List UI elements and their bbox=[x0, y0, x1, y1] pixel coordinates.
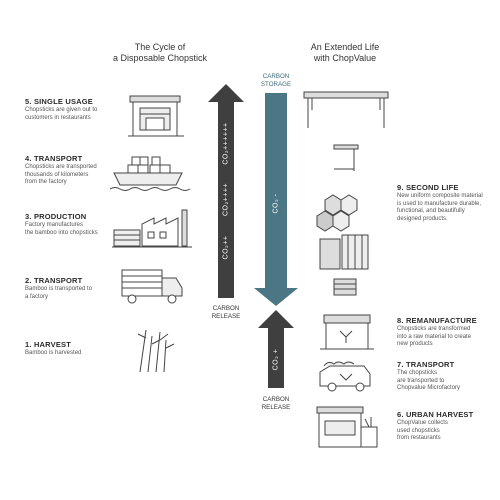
step-desc-line: is used to manufacture durable, bbox=[397, 200, 482, 207]
step-desc-line: are transported to bbox=[397, 377, 445, 384]
lower-carbon-release-arrow bbox=[258, 310, 294, 388]
step-desc-line: new products bbox=[397, 341, 433, 347]
step-title: 3. PRODUCTION bbox=[25, 212, 87, 221]
step-title: 7. TRANSPORT bbox=[397, 360, 455, 369]
ship-icon bbox=[110, 155, 190, 195]
right-title-line-2: with ChopValue bbox=[313, 53, 377, 63]
step-5-single-usage: 5. SINGLE USAGE Chopsticks are given out… bbox=[25, 97, 135, 122]
left-title-line-1: The Cycle of bbox=[134, 42, 186, 52]
factory-icon bbox=[112, 208, 192, 253]
step-title: 4. TRANSPORT bbox=[25, 154, 83, 163]
left-release-line-1: CARBON bbox=[212, 305, 240, 312]
left-co2-mid: CO₂++++ bbox=[222, 182, 230, 217]
mid-release-line-2: RELEASE bbox=[261, 403, 291, 411]
step-4-transport: 4. TRANSPORT Chopsticks are transported … bbox=[25, 154, 135, 187]
mid-co2-minus: CO₂ - bbox=[272, 193, 280, 214]
step-title: 6. URBAN HARVEST bbox=[397, 410, 474, 419]
step-desc-line: a factory bbox=[25, 293, 49, 300]
shop-icon bbox=[315, 405, 385, 450]
machine-icon bbox=[320, 313, 380, 353]
restaurant-icon bbox=[128, 90, 188, 140]
wood-panels-icon bbox=[318, 233, 378, 273]
left-title-line-2: a Disposable Chopstick bbox=[112, 53, 208, 63]
van-icon bbox=[318, 360, 378, 395]
hexagon-tiles-icon bbox=[313, 190, 363, 235]
step-desc-line: New uniform composite material bbox=[397, 193, 483, 199]
truck-icon bbox=[120, 268, 190, 308]
step-6-urban-harvest: 6. URBAN HARVEST ChopValue collects used… bbox=[397, 410, 497, 443]
step-title: 8. REMANUFACTURE bbox=[397, 316, 477, 325]
step-8-remanufacture: 8. REMANUFACTURE Chopsticks are transfor… bbox=[397, 316, 497, 349]
left-co2-bot: CO₂++ bbox=[222, 235, 230, 260]
step-desc-line: into a raw material to create bbox=[397, 333, 472, 340]
mid-carbon-release-label: CARBON RELEASE bbox=[246, 396, 306, 411]
left-column-title: The Cycle of a Disposable Chopstick bbox=[95, 42, 225, 64]
storage-line-1: CARBON bbox=[262, 73, 290, 80]
step-7-transport: 7. TRANSPORT The chopsticks are transpor… bbox=[397, 360, 497, 393]
step-title: 9. SECOND LIFE bbox=[397, 183, 459, 192]
right-title-line-1: An Extended Life bbox=[310, 42, 380, 52]
step-desc-line: from restaurants bbox=[397, 435, 441, 441]
step-desc-line: Chopsticks are transported bbox=[25, 164, 97, 170]
carbon-storage-arrow bbox=[254, 93, 298, 306]
step-title: 1. HARVEST bbox=[25, 340, 72, 349]
bamboo-icon bbox=[130, 328, 180, 373]
mid-co2-plus: CO₂ + bbox=[272, 348, 280, 371]
step-desc-line: the bamboo into chopsticks bbox=[25, 229, 98, 236]
step-desc-line: customers in restaurants bbox=[25, 114, 91, 121]
left-release-line-2: RELEASE bbox=[211, 312, 241, 320]
right-column-title: An Extended Life with ChopValue bbox=[280, 42, 410, 64]
step-9-second-life: 9. SECOND LIFE New uniform composite mat… bbox=[397, 183, 497, 223]
left-carbon-release-label: CARBON RELEASE bbox=[196, 305, 256, 320]
step-desc-line: Chopsticks are transformed bbox=[397, 326, 471, 332]
step-title: 5. SINGLE USAGE bbox=[25, 97, 94, 106]
step-desc-line: from the factory bbox=[25, 179, 67, 185]
board-icon bbox=[332, 277, 362, 299]
step-desc-line: designed products. bbox=[397, 215, 448, 222]
step-desc-line: Chopsticks are given out to bbox=[25, 107, 98, 113]
mid-release-line-1: CARBON bbox=[262, 396, 290, 403]
step-title: 2. TRANSPORT bbox=[25, 276, 83, 285]
step-desc-line: Chopvalue Microfactory bbox=[397, 385, 461, 391]
step-desc-line: Bamboo is transported to bbox=[25, 286, 93, 292]
left-carbon-release-arrow bbox=[208, 84, 244, 298]
table-icon bbox=[302, 90, 392, 130]
step-desc-line: thousands of kilometers bbox=[25, 171, 89, 178]
left-co2-top: CO₂++++++ bbox=[222, 122, 230, 165]
step-desc-line: Bamboo is harvested bbox=[25, 350, 82, 356]
step-2-transport: 2. TRANSPORT Bamboo is transported to a … bbox=[25, 276, 135, 301]
carbon-storage-label: CARBON STORAGE bbox=[246, 73, 306, 88]
step-desc-line: functional, and beautifully bbox=[397, 208, 465, 214]
storage-line-2: STORAGE bbox=[260, 80, 292, 88]
step-desc-line: The chopsticks bbox=[397, 370, 438, 376]
side-table-icon bbox=[332, 143, 362, 173]
step-desc-line: Factory manufactures bbox=[25, 222, 84, 228]
step-3-production: 3. PRODUCTION Factory manufactures the b… bbox=[25, 212, 135, 237]
step-desc-line: ChopValue collects bbox=[397, 420, 448, 426]
step-1-harvest: 1. HARVEST Bamboo is harvested bbox=[25, 340, 135, 358]
step-desc-line: used chopsticks bbox=[397, 427, 440, 434]
